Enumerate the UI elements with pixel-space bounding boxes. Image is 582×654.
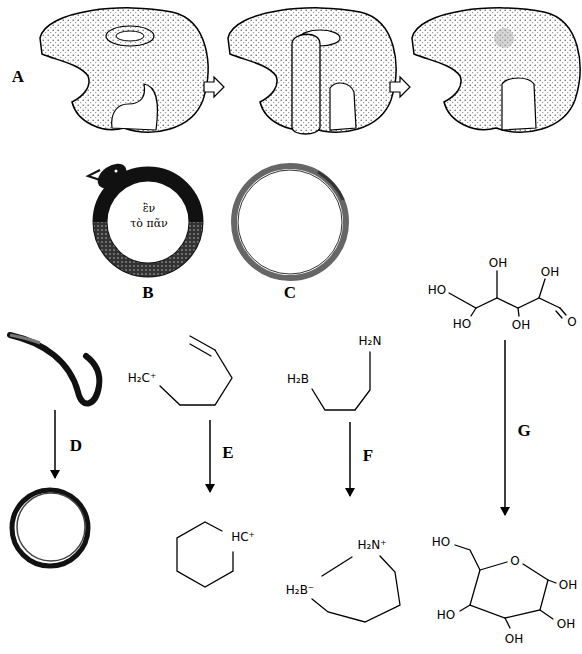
atom-label: H₂C⁺ (128, 372, 157, 384)
stage-arrow (204, 77, 224, 97)
panel-letter: A (12, 68, 24, 85)
atom-label: H₂B⁻ (286, 584, 314, 596)
panel-letter: F (363, 447, 373, 464)
panel-letter: C (284, 284, 296, 301)
embryo-stage-2 (228, 8, 396, 134)
atom-label: OH (559, 579, 577, 591)
embryo-stage-1 (40, 8, 208, 132)
worm (10, 335, 99, 403)
atom-label: OH (512, 319, 530, 331)
panel-letter: E (222, 444, 233, 461)
stage-arrow (390, 77, 410, 97)
atom-label: O (567, 316, 576, 328)
panel-letter: B (142, 284, 153, 301)
atom-label: OH (557, 618, 575, 630)
inscription: ἓν (142, 203, 157, 214)
worm-ring (17, 493, 85, 561)
worm-ring (12, 490, 88, 566)
atom-label: O (510, 555, 519, 567)
ring-snake (234, 166, 346, 278)
atom-label: H₂N⁺ (357, 539, 386, 551)
atom-label: OH (541, 266, 559, 278)
atom-label: OH (505, 633, 523, 645)
panel-letter: D (70, 437, 82, 454)
atom-label: HC⁺ (231, 531, 255, 543)
atom-label: H₂N (359, 335, 382, 347)
panel-letter: G (517, 422, 530, 439)
inscription: τὸ πᾶν (129, 218, 169, 229)
atom-label: HO (437, 609, 455, 621)
embryo-stage-3 (412, 8, 580, 132)
atom-label: HO (428, 284, 446, 296)
reaction-arrows (55, 340, 505, 515)
atom-label: HO (453, 318, 471, 330)
atom-label: OH (489, 257, 507, 269)
atom-label: HO (432, 536, 450, 548)
atom-label: H₂B (287, 373, 309, 385)
ouroboros (88, 159, 196, 270)
worm-tail (10, 335, 40, 343)
bonds (160, 271, 566, 628)
